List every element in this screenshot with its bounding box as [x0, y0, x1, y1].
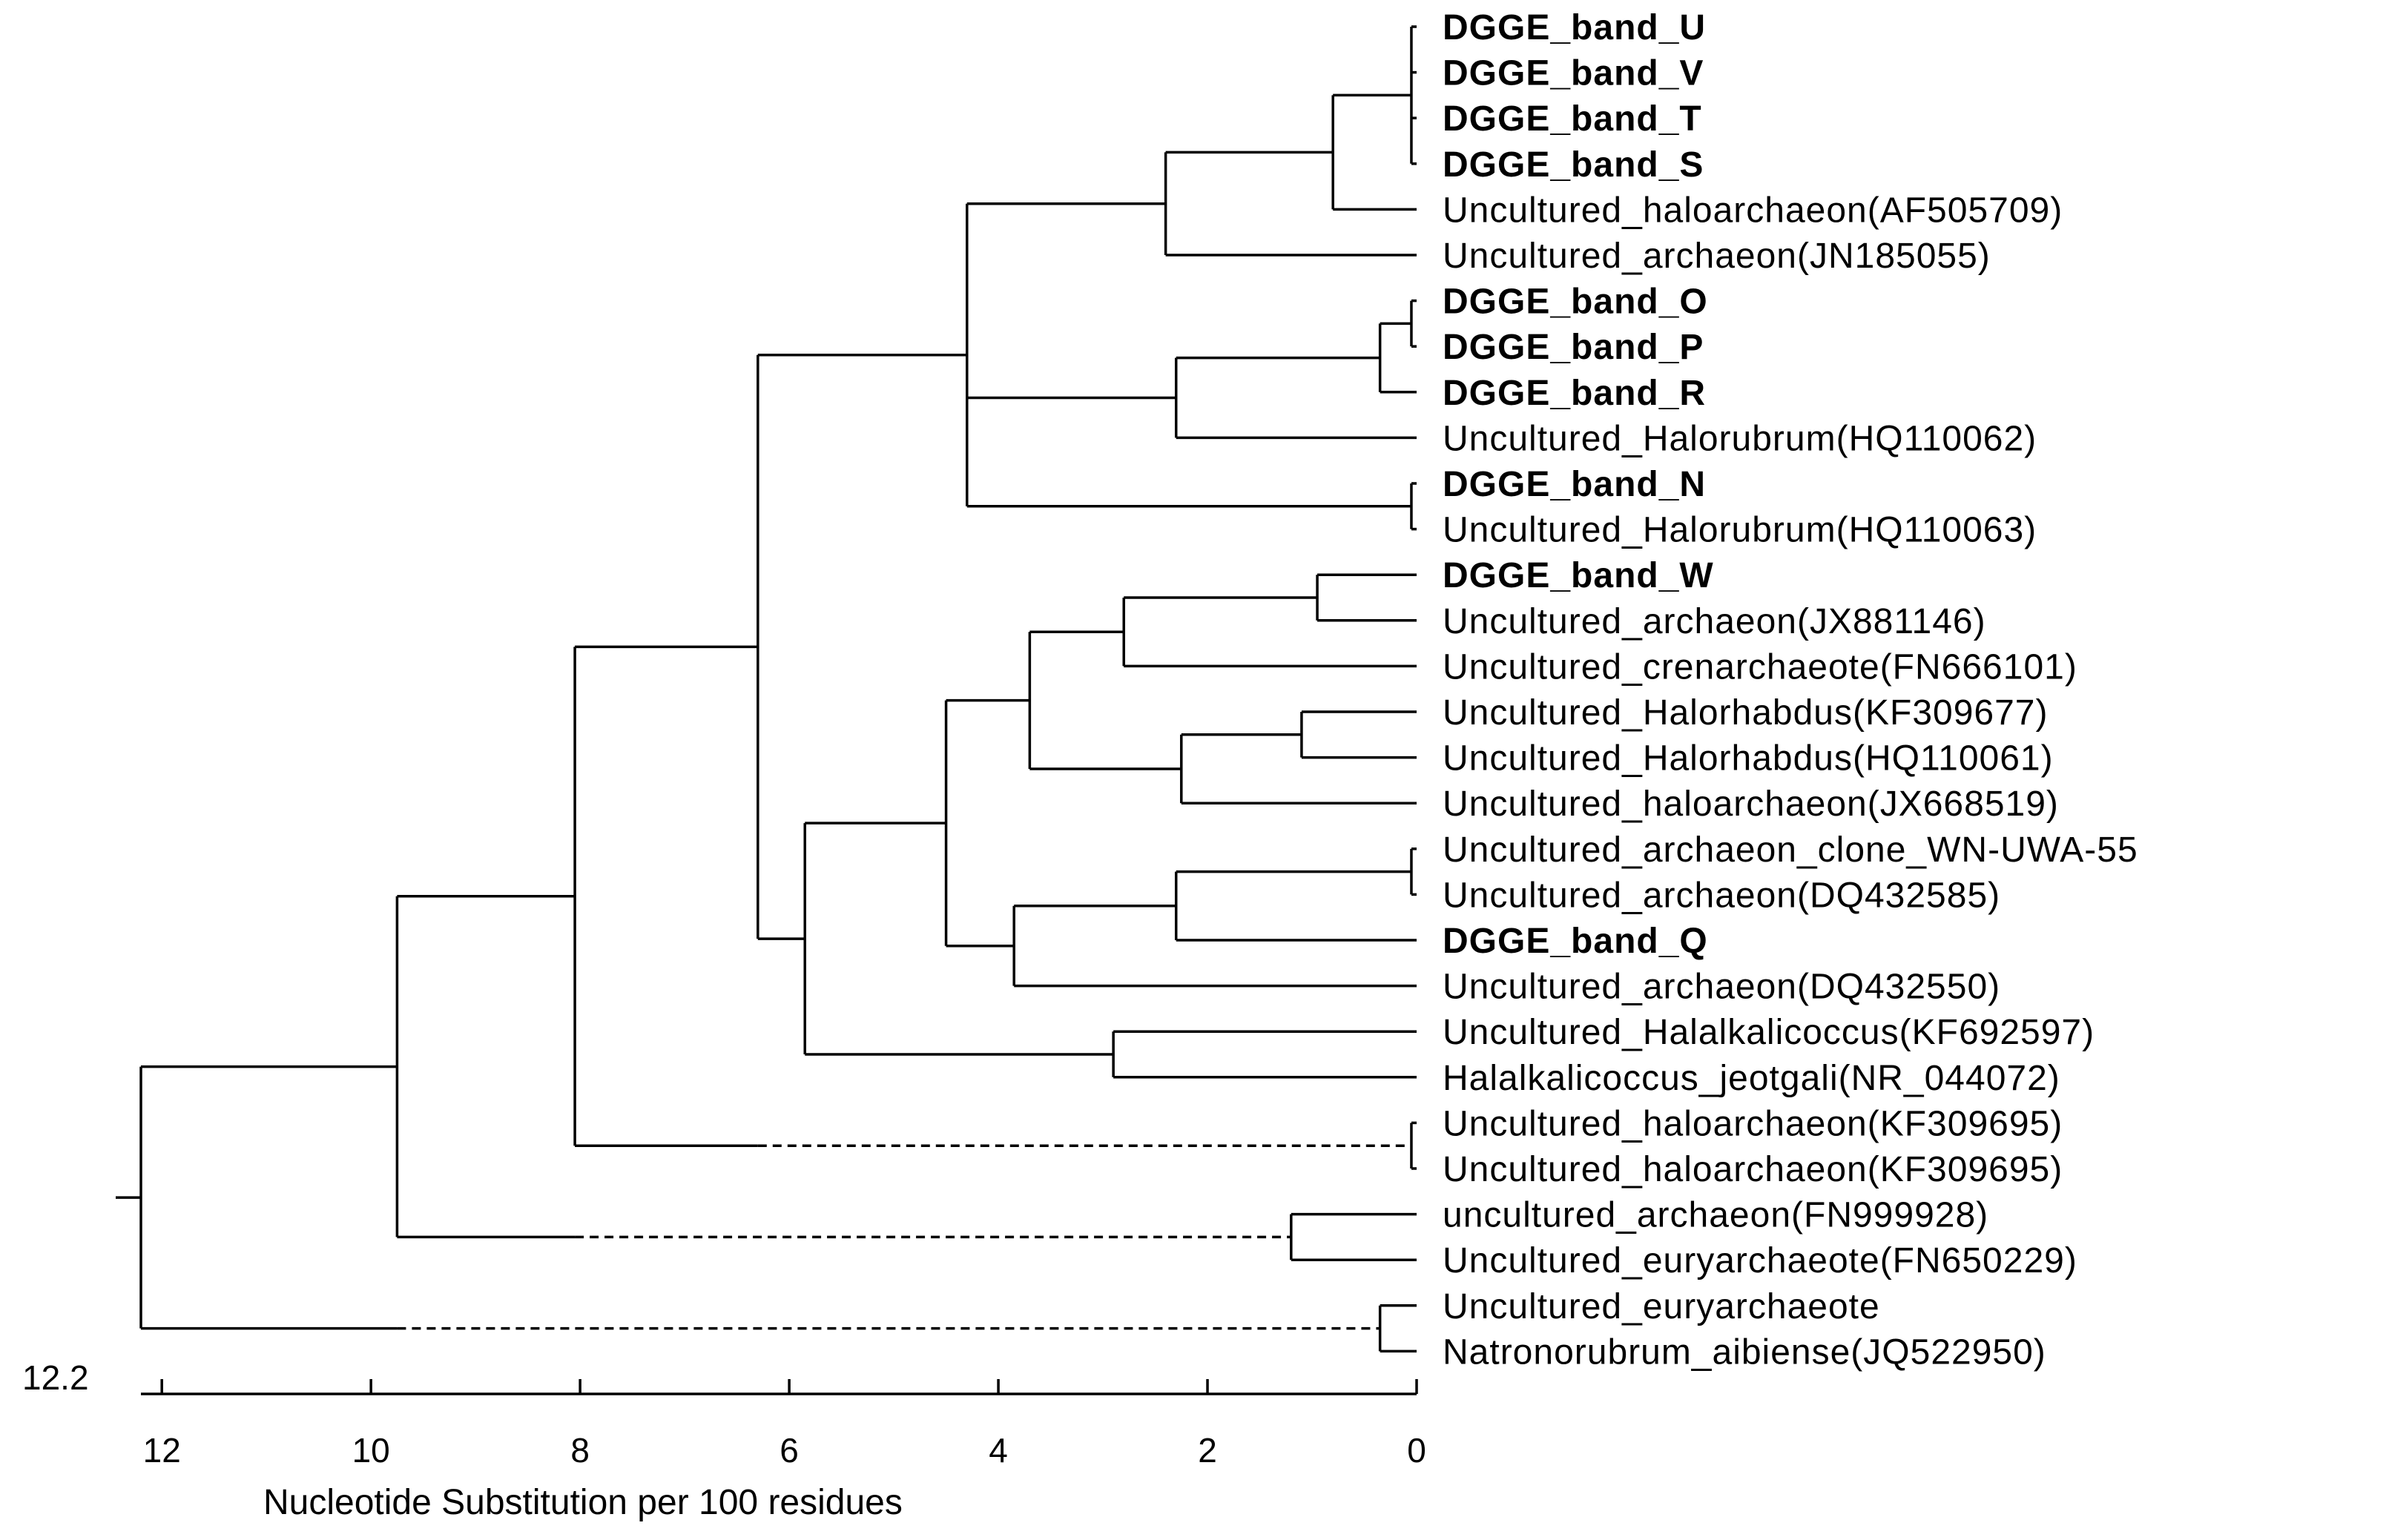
leaf-label: DGGE_band_U	[1443, 8, 1706, 47]
leaf-label: Uncultured_haloarchaeon(AF505709)	[1443, 191, 2063, 230]
scale-axis: 12 10 8 6 4 2 0 12.2 Nucleotide Substitution p…	[22, 1358, 1426, 1522]
leaf-label: Uncultured_archaeon(DQ432550)	[1443, 968, 2000, 1007]
leaf-label: Natronorubrum_aibiense(JQ522950)	[1443, 1332, 2046, 1372]
scale-value-label: 12.2	[22, 1358, 89, 1397]
axis-tick-label: 12	[143, 1431, 181, 1470]
leaf-labels: DGGE_band_U DGGE_band_V DGGE_band_T DGGE_ba…	[1443, 8, 2138, 1372]
axis-ticks: 12 10 8 6 4 2 0	[143, 1379, 1426, 1470]
leaf-label: Uncultured_archaeon(JX881146)	[1443, 602, 1986, 641]
leaf-label: Uncultured_Halorhabdus(KF309677)	[1443, 693, 2048, 733]
leaf-label: Uncultured_crenarchaeote(FN666101)	[1443, 647, 2077, 687]
axis-title: Nucleotide Substitution per 100 residues	[263, 1483, 903, 1522]
axis-tick-label: 6	[780, 1431, 799, 1470]
axis-tick-label: 4	[989, 1431, 1008, 1470]
leaf-label: Uncultured_archaeon_clone_WN-UWA-55	[1443, 830, 2138, 870]
leaf-label: Uncultured_haloarchaeon(KF309695)	[1443, 1150, 2063, 1189]
leaf-label: Uncultured_haloarchaeon(KF309695)	[1443, 1104, 2063, 1143]
leaf-label: DGGE_band_N	[1443, 465, 1706, 504]
leaf-label: DGGE_band_T	[1443, 99, 1702, 139]
leaf-label: Uncultured_Halorhabdus(HQ110061)	[1443, 739, 2054, 779]
leaf-label: Uncultured_Halalkalicoccus(KF692597)	[1443, 1013, 2095, 1052]
leaf-label: DGGE_band_Q	[1443, 922, 1708, 961]
leaf-label: DGGE_band_R	[1443, 374, 1706, 413]
leaf-label: Halalkalicoccus_jeotgali(NR_044072)	[1443, 1059, 2060, 1098]
leaf-label: Uncultured_archaeon(JN185055)	[1443, 237, 1991, 276]
axis-tick-label: 0	[1407, 1431, 1426, 1470]
leaf-label: DGGE_band_O	[1443, 282, 1708, 322]
axis-tick-label: 8	[570, 1431, 590, 1470]
leaf-label: DGGE_band_P	[1443, 328, 1704, 367]
axis-tick-label: 10	[352, 1431, 390, 1470]
leaf-label: uncultured_archaeon(FN999928)	[1443, 1196, 1988, 1235]
axis-tick-label: 2	[1198, 1431, 1217, 1470]
leaf-label: Uncultured_Halorubrum(HQ110062)	[1443, 419, 2037, 458]
leaf-label: DGGE_band_V	[1443, 54, 1704, 93]
leaf-label: Uncultured_euryarchaeote	[1443, 1287, 1880, 1326]
leaf-label: Uncultured_archaeon(DQ432585)	[1443, 876, 2000, 915]
leaf-label: DGGE_band_W	[1443, 556, 1714, 595]
leaf-label: DGGE_band_S	[1443, 145, 1704, 185]
tree-branches	[139, 25, 1417, 1353]
leaf-label: Uncultured_euryarchaeote(FN650229)	[1443, 1241, 2077, 1280]
leaf-label: Uncultured_Halorubrum(HQ110063)	[1443, 511, 2037, 550]
leaf-label: Uncultured_haloarchaeon(JX668519)	[1443, 784, 2059, 824]
